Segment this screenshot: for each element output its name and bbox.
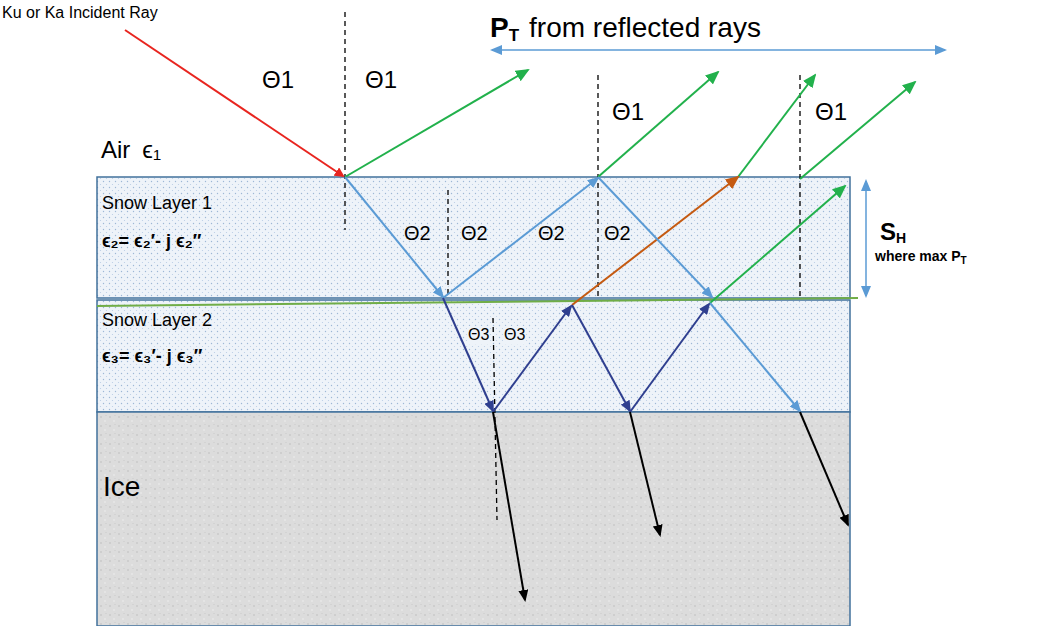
layer-band: Ice (97, 412, 850, 626)
subscript: T (961, 255, 967, 267)
angle-label: Θ1 (262, 66, 294, 94)
angle-label: Θ3 (503, 326, 526, 344)
angle-label: Θ1 (612, 98, 644, 126)
layer-name: Air (101, 136, 130, 165)
permittivity-label: ϵ₁ (142, 136, 161, 165)
angle-label: Θ2 (604, 222, 631, 245)
layer-name: Ice (103, 470, 140, 504)
subscript: T (509, 26, 519, 46)
layer-band: Air ϵ₁ (97, 128, 257, 174)
height-symbol: S (880, 218, 896, 246)
power-symbol: P (490, 12, 509, 44)
angle-label: Θ1 (815, 98, 847, 126)
angle-label: Θ2 (461, 222, 488, 245)
permittivity-label: ϵ₃= ϵ₃′- j ϵ₃″ (102, 346, 202, 368)
angle-label: Θ3 (467, 326, 490, 344)
angle-label: Θ2 (404, 222, 431, 245)
angle-label: Θ1 (365, 66, 397, 94)
layer-band: Snow Layer 2 ϵ₃= ϵ₃′- j ϵ₃″ (97, 300, 850, 412)
power-caption: from reflected rays (529, 12, 761, 44)
height-note: where max P (875, 248, 961, 264)
layer-name: Snow Layer 2 (102, 310, 212, 332)
angle-label: Θ2 (538, 222, 565, 245)
subscript: H (896, 230, 906, 246)
ray-label: Ku or Ka Incident Ray (2, 4, 158, 22)
layer-name: Snow Layer 1 (102, 193, 212, 215)
permittivity-label: ϵ₂= ϵ₂′- j ϵ₂″ (102, 231, 201, 253)
